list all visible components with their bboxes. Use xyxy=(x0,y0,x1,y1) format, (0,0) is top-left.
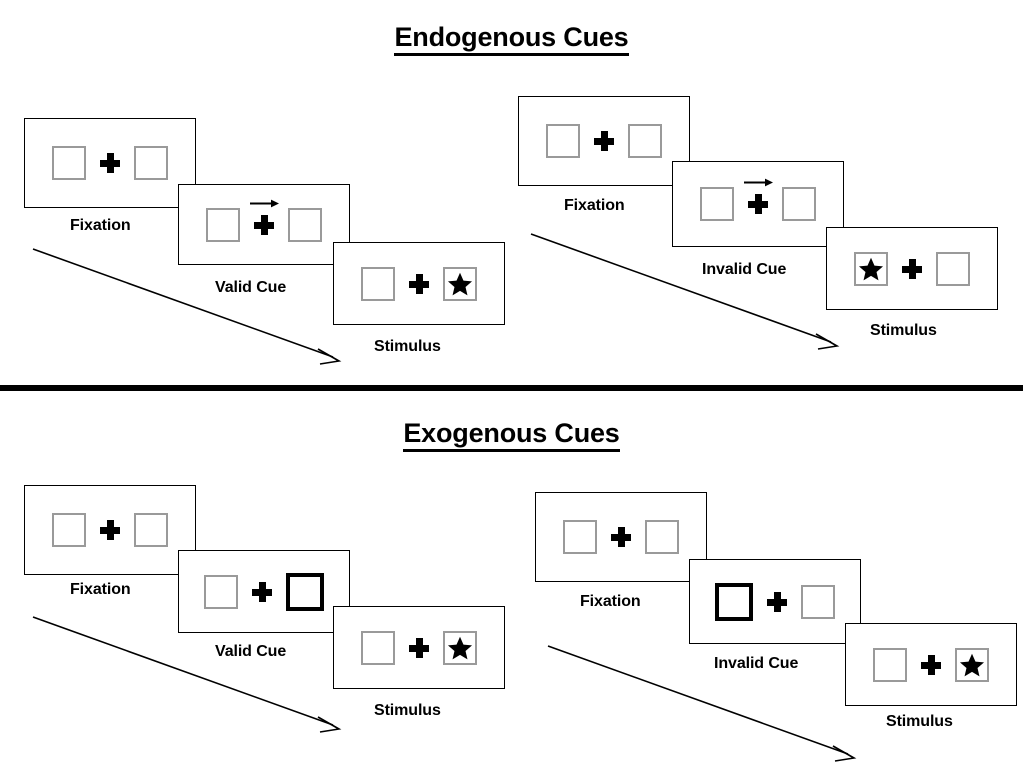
plus-icon xyxy=(252,581,272,602)
plus-icon xyxy=(767,591,787,612)
caption-endogenous-invalid-cue: Invalid Cue xyxy=(702,261,787,278)
right-placeholder-box xyxy=(782,187,816,221)
trial-frame-exogenous-valid-fixation xyxy=(24,485,196,575)
trial-frame-exogenous-invalid-stimulus xyxy=(845,623,1017,706)
right-placeholder-box xyxy=(628,124,662,158)
frame-content xyxy=(206,199,322,242)
caption-exogenous-invalid-fixation: Fixation xyxy=(580,593,641,610)
left-placeholder-box xyxy=(206,207,240,242)
arrow-right-icon xyxy=(744,178,773,187)
caption-exogenous-valid-cue: Valid Cue xyxy=(215,643,287,660)
left-placeholder-box xyxy=(52,513,86,547)
right-placeholder-box-with-target xyxy=(443,266,477,301)
left-placeholder-box-with-target xyxy=(854,251,888,286)
plus-icon xyxy=(409,273,429,294)
section-title-exogenous: Exogenous Cues xyxy=(0,418,1023,452)
plus-icon xyxy=(611,527,631,547)
caption-exogenous-invalid-stimulus: Stimulus xyxy=(886,713,953,730)
left-placeholder-box xyxy=(52,146,86,180)
plus-icon xyxy=(250,199,279,235)
plus-icon xyxy=(744,178,773,214)
trial-frame-endogenous-valid-stimulus xyxy=(333,242,505,325)
trial-frame-exogenous-valid-cue xyxy=(178,550,350,633)
left-placeholder-box xyxy=(700,187,734,221)
section-divider xyxy=(0,385,1023,391)
trial-frame-exogenous-invalid-fixation xyxy=(535,492,707,582)
plus-icon xyxy=(100,153,120,173)
plus-icon xyxy=(100,520,120,540)
right-placeholder-box xyxy=(134,513,168,547)
left-placeholder-box xyxy=(361,630,395,665)
caption-exogenous-valid-stimulus: Stimulus xyxy=(374,702,441,719)
right-placeholder-box-with-target xyxy=(443,630,477,665)
time-flow-arrow-endogenous-invalid xyxy=(530,233,840,350)
left-placeholder-box xyxy=(563,520,597,554)
section-title-endogenous: Endogenous Cues xyxy=(0,22,1023,56)
left-placeholder-box xyxy=(361,266,395,301)
right-placeholder-box xyxy=(288,207,322,242)
left-placeholder-box xyxy=(873,647,907,682)
caption-endogenous-invalid-stimulus: Stimulus xyxy=(870,322,937,339)
frame-content xyxy=(52,513,168,547)
time-flow-arrow-endogenous-valid xyxy=(32,248,342,365)
trial-frame-endogenous-invalid-fixation xyxy=(518,96,690,186)
frame-content xyxy=(52,146,168,180)
frame-content xyxy=(361,266,477,301)
star-icon xyxy=(959,653,985,676)
plus-icon xyxy=(409,637,429,658)
plus-icon xyxy=(594,131,614,151)
left-placeholder-box-cued xyxy=(715,582,753,621)
caption-endogenous-valid-fixation: Fixation xyxy=(70,217,131,234)
plus-icon xyxy=(902,258,922,279)
time-flow-arrow-exogenous-valid xyxy=(32,616,342,733)
caption-endogenous-valid-cue: Valid Cue xyxy=(215,279,287,296)
left-placeholder-box xyxy=(546,124,580,158)
star-icon xyxy=(858,257,884,280)
trial-frame-endogenous-valid-cue xyxy=(178,184,350,265)
arrow-right-icon xyxy=(250,199,279,207)
right-placeholder-box xyxy=(936,251,970,286)
frame-content xyxy=(546,124,662,158)
left-placeholder-box xyxy=(204,574,238,609)
trial-frame-exogenous-invalid-cue xyxy=(689,559,861,644)
section-title-exogenous-text: Exogenous Cues xyxy=(403,418,620,452)
trial-frame-endogenous-valid-fixation xyxy=(24,118,196,208)
right-placeholder-box xyxy=(645,520,679,554)
caption-endogenous-valid-stimulus: Stimulus xyxy=(374,338,441,355)
star-icon xyxy=(447,636,473,659)
right-placeholder-box xyxy=(134,146,168,180)
right-placeholder-box-with-target xyxy=(955,647,989,682)
plus-icon xyxy=(921,654,941,675)
frame-content xyxy=(700,178,816,221)
right-placeholder-box-cued xyxy=(286,572,324,611)
frame-content xyxy=(873,647,989,682)
right-placeholder-box xyxy=(801,584,835,619)
trial-frame-endogenous-invalid-stimulus xyxy=(826,227,998,310)
trial-frame-exogenous-valid-stimulus xyxy=(333,606,505,689)
frame-content xyxy=(563,520,679,554)
trial-frame-endogenous-invalid-cue xyxy=(672,161,844,247)
star-icon xyxy=(447,272,473,295)
frame-content xyxy=(361,630,477,665)
frame-content xyxy=(854,251,970,286)
time-flow-arrow-exogenous-invalid xyxy=(547,645,857,762)
caption-endogenous-invalid-fixation: Fixation xyxy=(564,197,625,214)
caption-exogenous-valid-fixation: Fixation xyxy=(70,581,131,598)
frame-content xyxy=(715,582,835,621)
section-title-endogenous-text: Endogenous Cues xyxy=(394,22,629,56)
caption-exogenous-invalid-cue: Invalid Cue xyxy=(714,655,799,672)
frame-content xyxy=(204,572,324,611)
